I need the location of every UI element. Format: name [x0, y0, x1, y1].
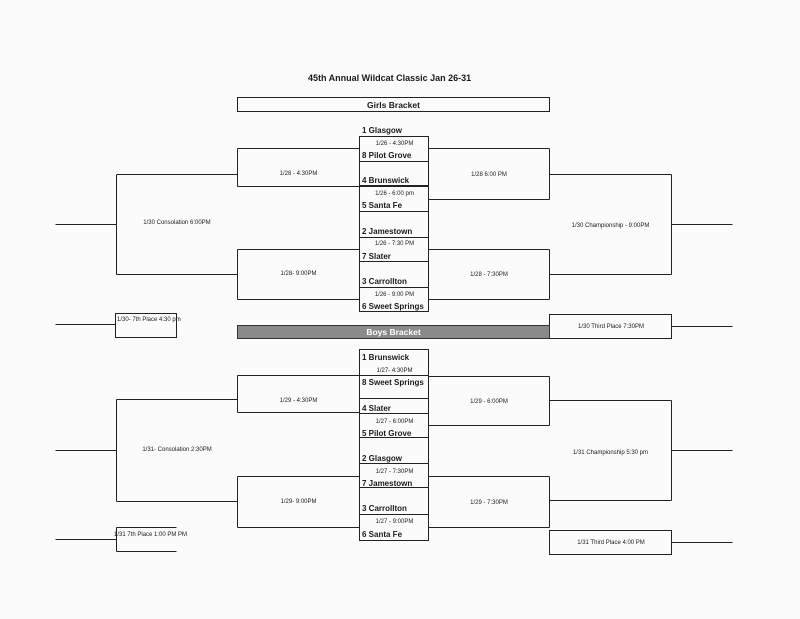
- boys-left-semi-bottom: 1/29- 9:00PM: [280, 499, 317, 505]
- boys-left-semi-top: 1/29 - 4:30PM: [279, 398, 318, 404]
- girls-championship: 1/30 Championship - 9:00PM: [571, 223, 650, 229]
- boys-third-place: 1/31 Third Place 4:00 PM: [577, 540, 645, 546]
- boys-game-2-time: 1/27 - 6:00PM: [375, 419, 414, 425]
- boys-right-semi-top: 1/29 - 6:00PM: [470, 399, 508, 405]
- girls-team-4: 5 Santa Fe: [362, 201, 403, 210]
- boys-team-4: 5 Pilot Grove: [362, 429, 412, 438]
- girls-team-5: 2 Jamestown: [362, 227, 413, 236]
- girls-seventh-place: 1/30- 7th Place 4:30 pm: [117, 317, 181, 323]
- girls-team-1: 1 Glasgow: [362, 126, 403, 135]
- boys-team-6: 7 Jamestown: [362, 479, 413, 488]
- girls-left-semi-top: 1/28 - 4:30PM: [279, 171, 318, 177]
- girls-team-7: 3 Carrollton: [362, 277, 407, 286]
- boys-team-8: 6 Santa Fe: [362, 530, 403, 539]
- boys-team-7: 3 Carrollton: [362, 504, 407, 513]
- boys-game-3-time: 1/27 - 7:30PM: [375, 469, 414, 475]
- girls-game-2-time: 1/26 - 6:00 pm: [375, 191, 414, 197]
- boys-team-3: 4 Slater: [362, 404, 391, 413]
- girls-game-3-time: 1/26 - 7:30 PM: [374, 241, 415, 247]
- boys-seventh-place: 1/31 7th Place 1:00 PM PM: [114, 532, 188, 538]
- girls-left-semi-bottom: 1/28- 9:00PM: [280, 271, 317, 277]
- girls-bracket-banner: Girls Bracket: [237, 97, 550, 112]
- boys-game-4-time: 1/27 - 9:00PM: [375, 519, 414, 525]
- boys-team-2: 8 Sweet Springs: [362, 378, 424, 387]
- girls-consolation: 1/30 Consolation 6:00PM: [143, 220, 211, 226]
- boys-game-1-time: 1/27- 4:30PM: [376, 368, 413, 374]
- girls-team-6: 7 Slater: [362, 252, 391, 261]
- girls-third-place: 1/30 Third Place 7:30PM: [578, 324, 644, 330]
- girls-game-1-time: 1/26 - 4:30PM: [375, 141, 414, 147]
- boys-bracket-banner: Boys Bracket: [237, 325, 550, 339]
- girls-game-4-time: 1/26 - 9:00 PM: [374, 292, 415, 298]
- boys-championship: 1/31 Championship 5:30 pm: [572, 450, 649, 456]
- girls-right-semi-bottom: 1/28 - 7:30PM: [470, 272, 508, 278]
- boys-team-1: 1 Brunswick: [362, 353, 410, 362]
- document-title: 45th Annual Wildcat Classic Jan 26-31: [308, 73, 472, 83]
- girls-team-3: 4 Brunswick: [362, 176, 410, 185]
- boys-team-5: 2 Glasgow: [362, 454, 403, 463]
- boys-consolation: 1/31- Consolation 2:30PM: [142, 447, 212, 453]
- girls-right-semi-top: 1/28 6:00 PM: [471, 172, 507, 178]
- girls-team-8: 6 Sweet Springs: [362, 302, 424, 311]
- boys-right-semi-bottom: 1/29 - 7:30PM: [470, 500, 508, 506]
- girls-team-2: 8 Pilot Grove: [362, 151, 412, 160]
